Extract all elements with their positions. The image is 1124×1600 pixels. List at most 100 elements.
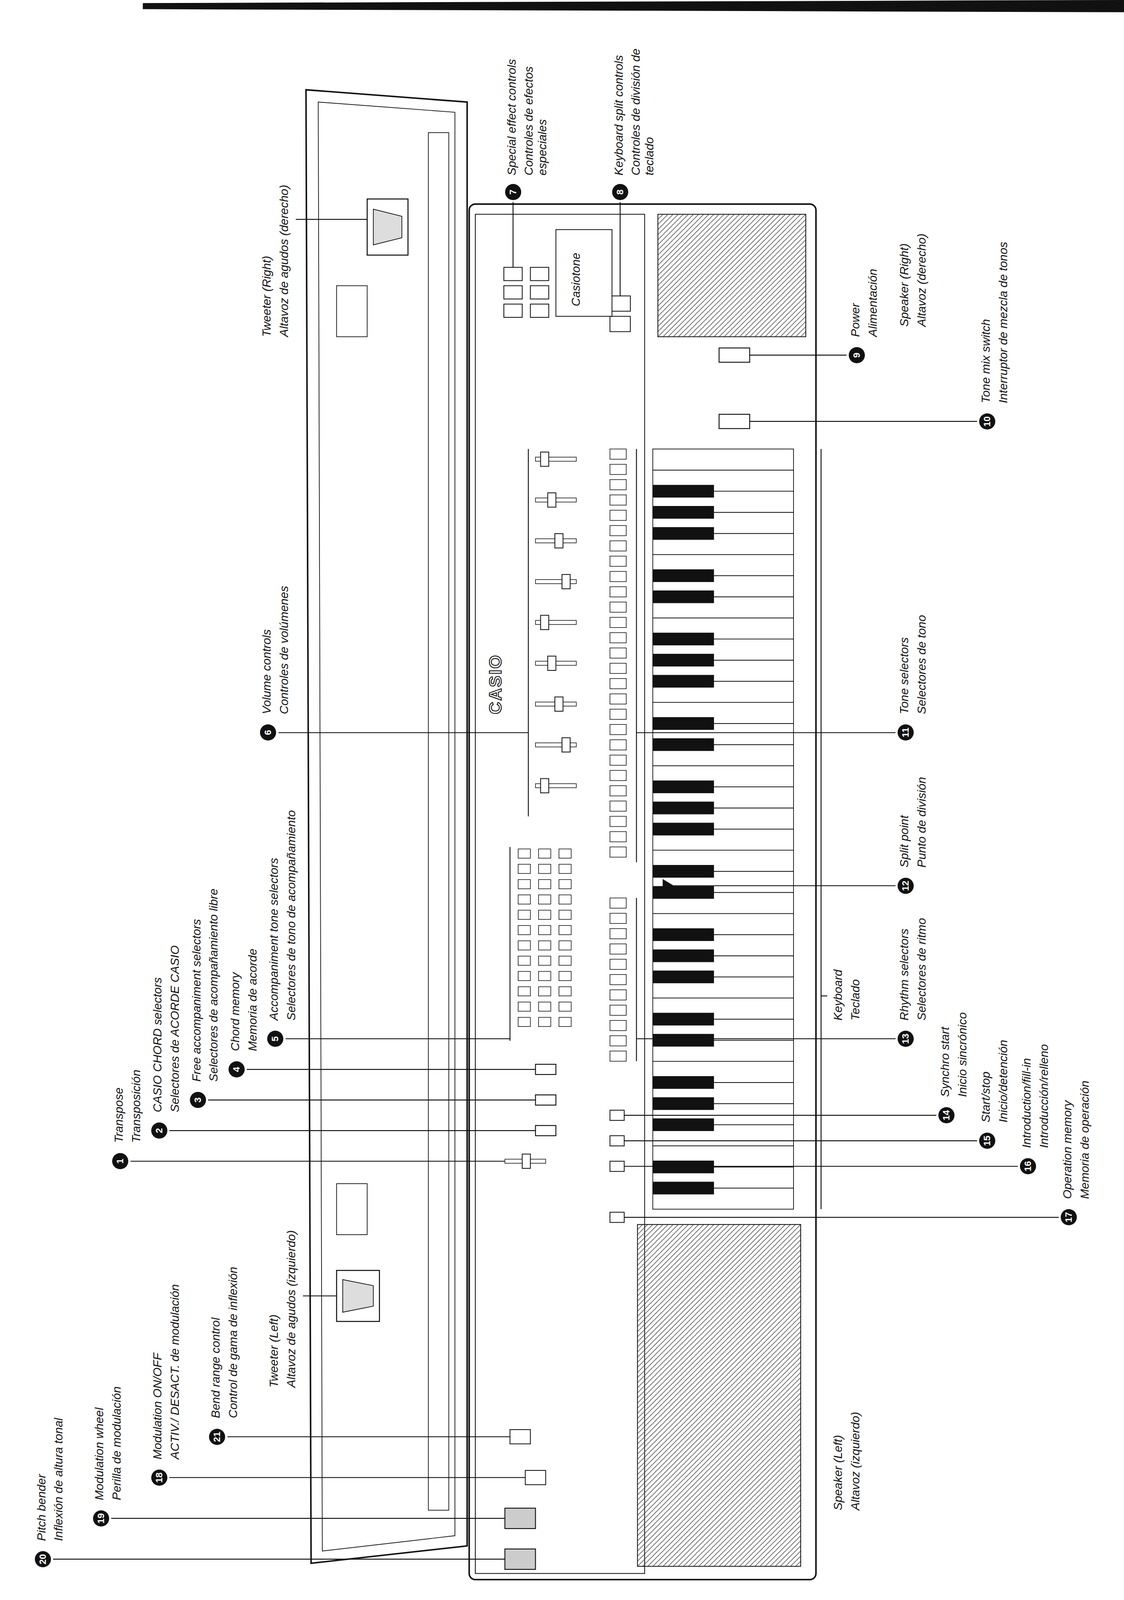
part-label: Inflexión de altura tonal — [51, 1417, 66, 1541]
modulation-switch — [525, 1470, 546, 1485]
leader-line — [619, 202, 621, 297]
leader-line — [295, 218, 368, 220]
part-label: ACTIV./ DESACT. de modulación — [168, 1283, 182, 1459]
leader-line — [227, 1436, 510, 1438]
part-label: CASIO CHORD selectors — [150, 977, 165, 1113]
black-key — [652, 674, 715, 688]
selector-button — [610, 556, 627, 567]
black-key — [652, 1118, 715, 1131]
accompaniment-button — [518, 955, 531, 966]
chord-button — [535, 1094, 557, 1105]
selector-button — [610, 754, 627, 766]
split-button — [610, 316, 631, 332]
slider-knob — [562, 737, 571, 752]
selector-button — [610, 510, 627, 521]
control-panel — [475, 214, 645, 1574]
part-label: Tweeter (Right) — [259, 255, 274, 337]
black-key — [652, 1075, 715, 1089]
chord-button — [535, 1125, 557, 1136]
callout-number: 21 — [208, 1428, 226, 1445]
selector-button — [610, 494, 627, 506]
selector-button — [610, 1020, 627, 1031]
tweeter — [367, 198, 408, 255]
callout-number: 9 — [848, 347, 865, 364]
selector-button — [610, 913, 627, 924]
lid-hinge — [336, 285, 368, 337]
selector-button — [610, 693, 627, 704]
accompaniment-button — [538, 1017, 551, 1027]
part-label: Controles de división de teclado — [629, 27, 657, 176]
callout-number: 11 — [897, 724, 914, 741]
accompaniment-button — [518, 971, 531, 981]
part-label: Controles de volúmenes — [277, 585, 291, 715]
effect-button — [530, 267, 549, 281]
part-label: Tweeter (Left) — [267, 1314, 281, 1388]
callout-number: 4 — [228, 1061, 245, 1078]
part-label: Pitch bender — [34, 1473, 49, 1541]
black-key — [652, 738, 715, 752]
part-label: Controles de efectos especiales — [522, 27, 550, 176]
effect-button — [530, 304, 549, 318]
slider-knob — [547, 655, 556, 671]
callout-number: 14 — [938, 1107, 955, 1124]
selector-button — [610, 989, 627, 1000]
part-label: Selectores de acompañamiento libre — [206, 888, 221, 1082]
part-label: Introducción/relleno — [1037, 1044, 1051, 1148]
accompaniment-button — [559, 1002, 572, 1012]
part-label: Memoria de operación — [1078, 1080, 1092, 1200]
accompaniment-button — [559, 909, 572, 920]
accompaniment-button — [518, 1017, 531, 1027]
black-key — [652, 886, 715, 899]
accompaniment-button — [518, 879, 531, 889]
accompaniment-button — [518, 909, 531, 920]
leader-line — [285, 1038, 510, 1040]
effect-button — [530, 285, 549, 300]
callout-number: 6 — [259, 724, 277, 741]
black-key — [652, 801, 715, 815]
model-badge — [556, 229, 613, 317]
slider-knob — [547, 492, 556, 508]
selector-button — [610, 800, 627, 811]
rhythm-control-button — [610, 1160, 625, 1172]
tone-mix-switch — [719, 414, 750, 429]
effect-button — [503, 285, 523, 300]
selector-button — [610, 943, 627, 955]
accompaniment-button — [518, 1002, 531, 1012]
selector-button — [610, 831, 627, 842]
leader-line — [169, 1129, 536, 1131]
part-label: Power — [848, 302, 863, 337]
black-key — [652, 527, 715, 540]
bracket-line — [820, 449, 822, 1209]
callout-number: 2 — [151, 1122, 168, 1139]
part-label: Operation memory — [1060, 1100, 1075, 1199]
selector-button — [610, 571, 627, 582]
leader-line — [169, 1477, 526, 1478]
callout-number: 8 — [612, 183, 629, 201]
accompaniment-button — [518, 864, 531, 874]
accompaniment-button — [538, 909, 551, 920]
part-label: Rhythm selectors — [897, 928, 912, 1020]
part-label: Modulation ON/OFF — [150, 1352, 165, 1460]
part-label: Inicio sincrónico — [955, 1012, 970, 1097]
accompaniment-button — [538, 848, 551, 859]
part-label: Keyboard split controls — [612, 55, 626, 176]
black-key — [652, 780, 715, 794]
accompaniment-button — [559, 894, 572, 904]
leader-line — [624, 1216, 1059, 1218]
black-key — [652, 928, 715, 941]
power-switch — [719, 347, 750, 363]
leader-line — [512, 202, 514, 268]
bracket-line — [635, 898, 637, 1062]
part-label: Selectores de tono de acompañamiento — [284, 810, 299, 1021]
part-label: Control de gama de inflexión — [226, 1266, 241, 1418]
selector-button — [610, 959, 627, 970]
rhythm-control-button — [610, 1135, 625, 1146]
black-key — [652, 653, 715, 667]
selector-button — [610, 449, 627, 460]
slider-knob — [522, 1153, 531, 1169]
selector-button — [610, 770, 627, 781]
part-label: Tone mix switch — [979, 319, 993, 404]
accompaniment-button — [538, 986, 551, 997]
